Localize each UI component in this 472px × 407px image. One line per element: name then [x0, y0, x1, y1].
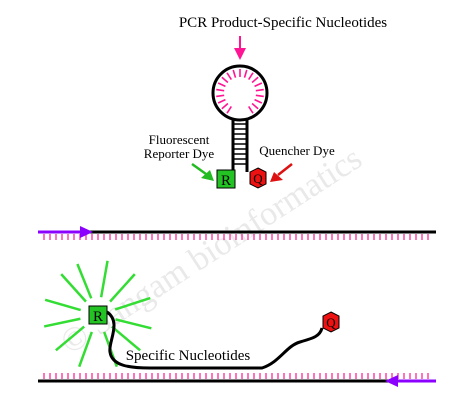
ray-line: [55, 325, 86, 352]
loop-tick: [221, 102, 229, 110]
ray-line: [114, 296, 151, 311]
loop-tick: [216, 88, 225, 92]
specific-nucleotides-label: Specific Nucleotides: [126, 348, 251, 364]
bottom-primer-arrow: [385, 375, 436, 387]
loop-tick: [247, 72, 254, 80]
stem-rungs: [234, 123, 246, 165]
loop-tick: [226, 106, 233, 114]
middle-primer-arrow: [38, 226, 93, 238]
fluorescent-label: Fluorescent: [149, 132, 210, 147]
ray-line: [115, 318, 152, 330]
cleaved-probe-strand: [106, 310, 324, 370]
loop-tick: [243, 69, 248, 78]
loop-tick: [221, 76, 229, 84]
middle-strand: [38, 230, 436, 240]
quencher-label: Quencher Dye: [259, 143, 335, 158]
loop-tick: [254, 82, 263, 88]
ray-line: [109, 273, 136, 303]
reporter-letter-bottom: R: [93, 309, 103, 325]
loop-tick: [255, 88, 264, 92]
top-title: PCR Product-Specific Nucleotides: [179, 15, 387, 31]
quencher-letter-top: Q: [253, 171, 263, 186]
quench-arrow: [270, 163, 293, 182]
title-arrow: [234, 36, 246, 60]
reporter-marker-top: R: [216, 169, 236, 189]
reporter-dye-label: Reporter Dye: [144, 146, 215, 161]
loop-tick: [251, 102, 259, 110]
loop-tick: [216, 94, 225, 98]
bottom-strand-ticks: [43, 373, 429, 379]
ray-line: [44, 298, 82, 312]
loop-tick: [217, 98, 226, 104]
ray-line: [78, 331, 94, 368]
loop-tick: [232, 69, 237, 78]
quencher-marker-top: Q: [249, 167, 267, 189]
reporter-letter-top: R: [221, 173, 231, 189]
hairpin-stem: [231, 118, 249, 172]
loop-tick: [254, 98, 263, 104]
fluor-arrow: [191, 162, 214, 181]
reporter-marker-bottom: R: [88, 305, 108, 325]
hairpin-loop: [211, 64, 269, 122]
loop-tick: [255, 94, 264, 98]
ray-line: [99, 260, 109, 298]
ray-line: [76, 263, 93, 299]
reporter-rays: [43, 260, 152, 368]
loop-tick: [251, 76, 259, 84]
loop-tick: [226, 72, 233, 80]
ray-line: [60, 273, 87, 303]
bottom-strand: [38, 373, 436, 383]
ray-line: [110, 325, 141, 352]
loop-tick: [247, 106, 254, 114]
loop-ticks: [216, 69, 264, 114]
ray-line: [43, 317, 81, 328]
middle-strand-ticks: [43, 234, 429, 240]
loop-tick: [217, 82, 226, 88]
quencher-letter-bottom: Q: [326, 315, 336, 330]
quencher-marker-bottom: Q: [322, 311, 340, 333]
